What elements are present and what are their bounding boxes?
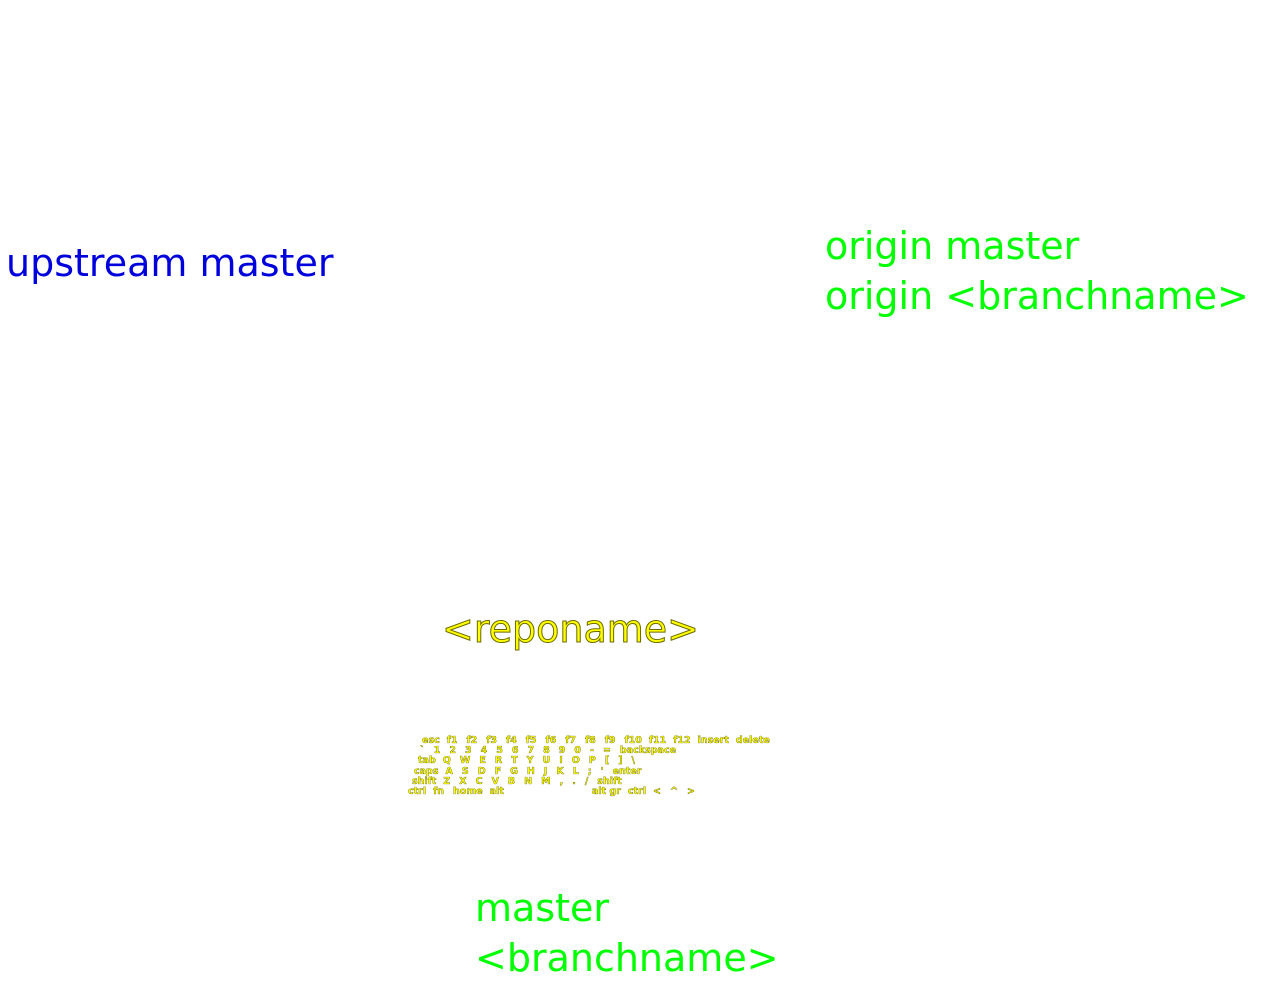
keyboard-key: f6: [545, 735, 557, 746]
keyboard-key: 5: [496, 745, 503, 757]
keyboard-key: F: [494, 765, 502, 777]
keyboard-key: ,: [559, 775, 564, 787]
keyboard-key: ^: [670, 786, 678, 798]
repo-name-label: <reponame>: [442, 607, 700, 651]
keyboard-key: delete: [735, 735, 770, 746]
keyboard-key: Q: [442, 755, 451, 767]
origin-branch-label: origin <branchname>: [825, 274, 1249, 318]
keyboard-key: f9: [604, 735, 616, 746]
keyboard-key: W: [459, 755, 471, 767]
keyboard-key: fn: [433, 786, 445, 798]
keyboard-key: Z: [443, 775, 451, 787]
keyboard-key: Y: [526, 755, 534, 767]
keyboard-key: <: [653, 786, 661, 798]
keyboard-key: 3: [465, 745, 472, 757]
keyboard-key: f10: [624, 735, 642, 746]
keyboard-key: D: [477, 765, 486, 777]
keyboard-key: I: [559, 755, 563, 767]
keyboard-key: 7: [527, 745, 535, 757]
keyboard-key: 9: [558, 745, 566, 757]
keyboard-key: f7: [565, 735, 576, 746]
keyboard-key: G: [510, 765, 518, 777]
keyboard-key: S: [461, 765, 469, 777]
keyboard-key: N: [524, 775, 533, 787]
keyboard-key: 8: [543, 745, 550, 757]
keyboard-key: T: [511, 755, 518, 767]
keyboard-key: M: [541, 775, 551, 787]
keyboard-key: J: [543, 765, 548, 777]
keyboard-key: ': [600, 765, 604, 777]
keyboard-key: [511, 787, 583, 797]
keyboard-key: A: [445, 765, 453, 777]
keyboard-key: O: [571, 755, 580, 767]
keyboard-key: ctrl: [627, 786, 647, 798]
keyboard-key: f8: [584, 735, 596, 746]
keyboard-key: esc: [422, 735, 440, 746]
keyboard-row: esc f1 f2 f3 f4 f5 f6 f7 f8 f9 f10 f11 f12 insert dele…: [408, 735, 770, 746]
keyboard-key: .: [572, 775, 576, 787]
keyboard-key: /: [584, 775, 589, 787]
keyboard-key: \: [631, 755, 636, 767]
keyboard-key: V: [491, 775, 499, 787]
keyboard-key: alt gr: [591, 786, 621, 798]
keyboard-key: X: [459, 775, 467, 787]
keyboard-key: f2: [466, 735, 478, 746]
keyboard-key: backspace: [619, 745, 677, 757]
keyboard-key: shift: [412, 775, 437, 787]
keyboard-key: 1: [433, 745, 441, 757]
keyboard-key: insert: [697, 735, 729, 746]
keyboard-key: f5: [525, 735, 537, 746]
keyboard-key: 6: [511, 745, 519, 757]
keyboard-key: ]: [618, 755, 623, 767]
local-branch-label: <branchname>: [475, 936, 779, 980]
keyboard-key: C: [475, 775, 483, 787]
keyboard-key: alt: [489, 786, 504, 798]
keyboard-key: f4: [505, 735, 517, 746]
keyboard-key: L: [572, 765, 579, 777]
keyboard-key: ;: [587, 765, 592, 777]
keyboard-key: ctrl: [408, 786, 427, 798]
keyboard-key: >: [686, 786, 695, 798]
keyboard-key: tab: [418, 755, 436, 767]
keyboard-key: H: [526, 765, 535, 777]
keyboard-key: shift: [597, 775, 622, 787]
keyboard-key: enter: [612, 765, 642, 777]
keyboard-key: 0: [574, 745, 581, 757]
keyboard-key: f3: [486, 735, 497, 746]
keyboard-key: [: [604, 755, 610, 767]
keyboard-key: -: [590, 745, 594, 757]
keyboard-key: f1: [446, 735, 458, 746]
local-master-label: master: [475, 886, 610, 930]
keyboard-key: f11: [648, 735, 667, 746]
keyboard-key: caps: [414, 765, 439, 777]
keyboard-key: 2: [449, 745, 456, 757]
keyboard-key: P: [588, 755, 596, 767]
keyboard-key: U: [542, 755, 551, 767]
origin-master-label: origin master: [825, 224, 1080, 268]
keyboard-icon: esc f1 f2 f3 f4 f5 f6 f7 f8 f9 f10 f11 f12 insert dele…: [408, 735, 770, 798]
upstream-master-label: upstream master: [6, 241, 334, 285]
keyboard-key: `: [420, 745, 425, 757]
keyboard-key: R: [494, 755, 503, 767]
keyboard-key: B: [507, 775, 516, 787]
keyboard-key: 4: [480, 745, 488, 757]
keyboard-key: K: [556, 765, 564, 777]
keyboard-key: home: [453, 786, 483, 798]
keyboard-key: =: [602, 745, 611, 757]
keyboard-key: E: [479, 755, 486, 767]
keyboard-key: f12: [673, 735, 691, 746]
